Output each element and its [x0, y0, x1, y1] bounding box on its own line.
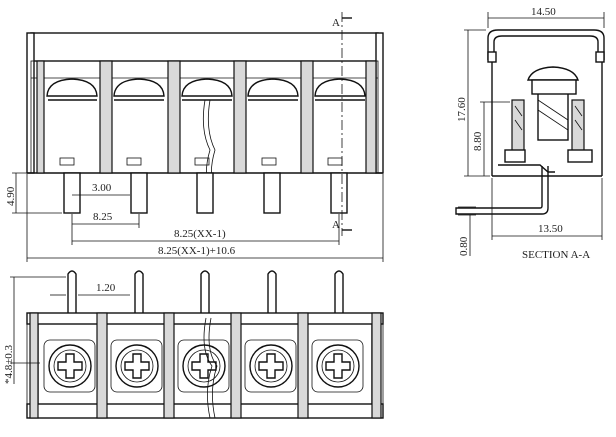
side-view: 14.50 17.60 8.80 13.50 0.80 SECTION A-A: [455, 6, 605, 261]
front-dimensions: 4.90 3.00 8.25 8.25(XX-1) 8.25(XX-1)+10.…: [5, 172, 384, 262]
side-clamp: [498, 66, 593, 173]
pocket-4: [247, 78, 299, 166]
pocket-5: [314, 78, 366, 166]
dim-pin-length: 4.90: [5, 186, 17, 206]
top-view: 1.20 *4.8±0.3: [3, 270, 384, 419]
section-marker-top: A: [332, 17, 340, 29]
dim-tail-thickness: 0.80: [458, 236, 470, 256]
screw-5: [311, 339, 364, 393]
side-pin-tail: [455, 166, 549, 215]
section-cut-line: A A: [332, 12, 352, 236]
dim-first-pitch: 8.25: [93, 211, 113, 223]
front-right-wall: [375, 32, 384, 174]
pocket-3: [181, 78, 233, 186]
top-rail-lower: [26, 403, 384, 419]
side-cover: [487, 29, 605, 60]
front-separators: [36, 60, 377, 174]
front-left-wall: [26, 32, 35, 174]
top-dimensions: 1.20 *4.8±0.3: [3, 276, 130, 384]
front-pins: [63, 172, 348, 214]
top-separators: [29, 312, 382, 419]
screw-1: [43, 339, 96, 393]
front-view: A A 4.90 3.00 8.25 8.25(XX-1) 8.25(XX-1)…: [5, 12, 384, 262]
dim-pin-spacing: 3.00: [92, 182, 112, 194]
dim-height-mid: 8.80: [472, 131, 484, 151]
screw-4: [244, 339, 297, 393]
dim-width-bottom: 13.50: [538, 223, 563, 235]
pocket-1: [46, 78, 98, 166]
front-pockets: [46, 78, 366, 186]
screw-3: [177, 317, 230, 419]
top-screws: [43, 317, 364, 419]
top-pins: [67, 270, 344, 313]
section-caption: SECTION A-A: [522, 249, 590, 261]
pocket-2: [113, 78, 165, 166]
dim-overall-total: 8.25(XX-1)+10.6: [158, 245, 236, 257]
side-dimensions: 14.50 17.60 8.80 13.50 0.80: [456, 6, 605, 256]
dim-pitch-total: 8.25(XX-1): [174, 228, 226, 240]
dim-width-top: 14.50: [531, 6, 556, 18]
front-top-rail: [30, 32, 379, 62]
screw-2: [110, 339, 163, 393]
dim-pin-offset: *4.8±0.3: [3, 344, 15, 384]
dim-pin-width: 1.20: [96, 282, 116, 294]
dim-height-total: 17.60: [456, 97, 468, 122]
section-marker-bottom: A: [332, 219, 340, 231]
